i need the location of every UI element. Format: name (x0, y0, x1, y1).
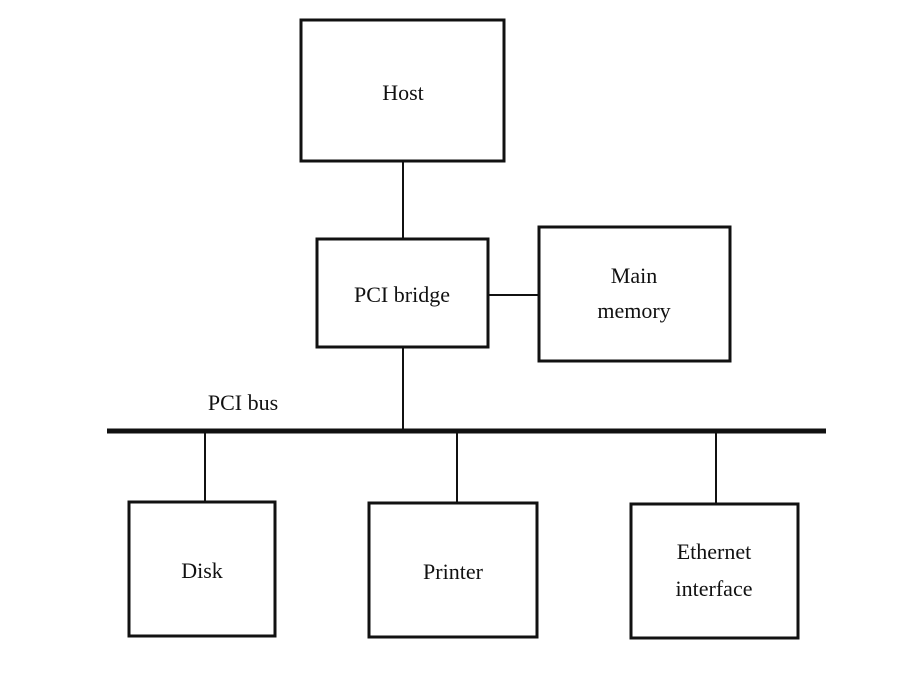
host-node: Host (299, 18, 506, 163)
main-memory-node: Main memory (537, 225, 732, 363)
ethernet-label-line2: interface (676, 576, 753, 601)
host-label: Host (382, 80, 424, 105)
pci-bridge-label: PCI bridge (354, 282, 450, 307)
printer-label: Printer (423, 559, 484, 584)
disk-node: Disk (127, 500, 277, 638)
ethernet-label-line1: Ethernet (677, 539, 752, 564)
pci-bridge-node: PCI bridge (315, 237, 490, 349)
printer-node: Printer (367, 501, 539, 639)
pci-bus-label: PCI bus (208, 390, 278, 415)
ethernet-interface-node: Ethernet interface (629, 502, 800, 640)
disk-label: Disk (181, 558, 223, 583)
main-memory-label-line2: memory (597, 298, 670, 323)
main-memory-label-line1: Main (611, 263, 657, 288)
